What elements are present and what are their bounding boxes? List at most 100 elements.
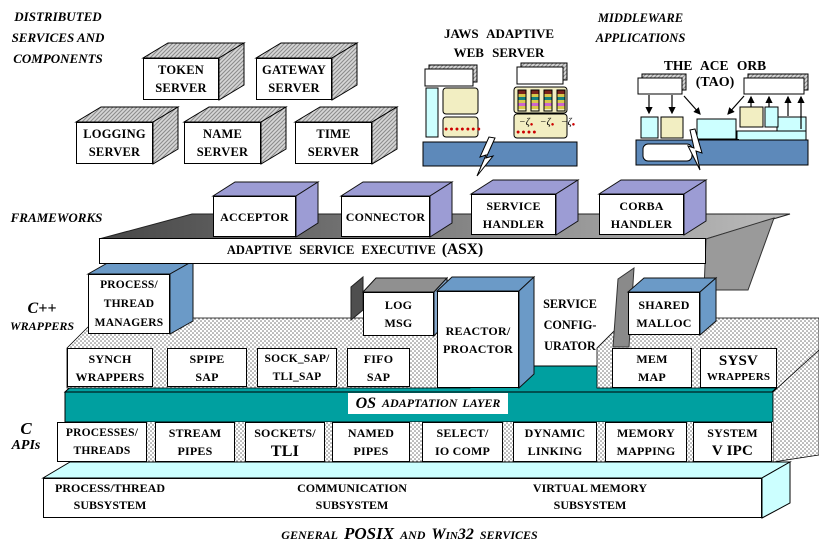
server-box-gateway: GATEWAY SERVER	[256, 58, 332, 100]
reactor-top-face	[435, 276, 536, 292]
tao-cyan-box	[640, 116, 659, 139]
box-line: WRAPPERS	[75, 369, 145, 384]
arrow-diagonal	[727, 95, 745, 115]
box-line: LOGGING	[83, 127, 146, 141]
box-line: NAME	[203, 127, 242, 141]
box-line: IO COMP	[434, 444, 491, 458]
box-line: SYSV	[718, 352, 759, 369]
label-line: MIDDLEWARE	[597, 11, 684, 25]
name-server-side-face	[260, 106, 287, 165]
jaws-beige-dots-box	[442, 116, 479, 138]
reactor-side-face	[518, 275, 535, 390]
label-line: C++	[27, 300, 57, 317]
label-line: SUBSYSTEM	[553, 498, 627, 512]
box-line: SYNCH	[88, 351, 132, 366]
queue-stack	[543, 89, 553, 112]
wrapper-box-log-msg: LOG MSG	[363, 292, 434, 336]
wrapper-box-synch-wrappers: SYNCH WRAPPERS	[67, 348, 153, 387]
log-msg-left-flap	[350, 275, 364, 322]
label-line: SERVICE	[543, 297, 597, 311]
subsystem-slab	[43, 478, 762, 518]
box-line: SYSTEM	[707, 426, 758, 440]
tao-cyan-box	[764, 106, 779, 128]
jaws-threads-box	[513, 113, 568, 139]
red-dots-row: ●●●●	[516, 128, 538, 136]
box-line: TLI_SAP	[272, 370, 322, 383]
box-line: SERVER	[268, 81, 320, 95]
title-line: (TAO)	[695, 75, 735, 90]
jaws-queue-stacks	[517, 89, 566, 112]
server-box-time: TIME SERVER	[295, 122, 372, 164]
tao-beige-box	[739, 106, 764, 128]
box-line: FIFO	[363, 351, 394, 366]
box-line: SERVER	[196, 145, 249, 159]
title-line: JAWS ADAPTIVE	[443, 26, 555, 41]
server-box-token: TOKEN SERVER	[143, 58, 219, 100]
wrapper-box-reactor-proactor: REACTOR/ PROACTOR	[437, 291, 519, 388]
jaws-white-box-right	[516, 66, 564, 85]
arrow-diagonal	[683, 95, 701, 115]
os-adaptation-layer-label: OS ADAPTATION LAYER	[348, 393, 508, 414]
asx-layer-bar: ADAPTIVE SERVICE EXECUTIVE(ASX)	[99, 238, 706, 264]
wrapper-box-process-thread-managers: PROCESS/ THREAD MANAGERS	[88, 274, 170, 334]
box-line: PROACTOR	[442, 341, 514, 356]
box-line: SAP	[366, 369, 391, 384]
box-line: MALLOC	[636, 315, 692, 330]
label-line: COMMUNICATION	[297, 481, 407, 495]
box-line: CORBA	[619, 198, 664, 213]
api-box-named-pipes: NAMED PIPES	[332, 422, 410, 462]
box-line: SERVER	[155, 81, 207, 95]
wrapper-box-fifo-sap: FIFO SAP	[347, 348, 410, 387]
acceptor-side-face	[295, 181, 319, 238]
box-line: LINKING	[527, 444, 583, 458]
process-thread-managers-side-face	[169, 260, 194, 335]
box-line: SELECT/	[436, 426, 489, 440]
tao-orb-core-box	[696, 118, 737, 140]
red-dots-row: ●●●●●●●	[444, 125, 482, 133]
box-line: DYNAMIC	[524, 426, 586, 440]
asx-label: ADAPTIVE SERVICE EXECUTIVE	[226, 243, 436, 257]
tao-white-box-left	[637, 77, 683, 95]
lightning-bolt-icon	[476, 136, 496, 177]
label-line: SUBSYSTEM	[73, 498, 147, 512]
tao-kernel-box	[642, 143, 693, 162]
squiggle-glyph: −ζ	[519, 117, 530, 128]
box-line: PIPES	[353, 444, 389, 458]
base-platform-top-face	[41, 461, 792, 479]
box-line: NAMED	[347, 426, 395, 440]
os-label-big: OS	[355, 394, 377, 412]
box-line: PROCESS/	[100, 278, 158, 291]
footer-part: POSIX	[343, 524, 395, 543]
box-line: MEM	[636, 352, 668, 366]
wrapper-box-spipe-sap: SPIPE SAP	[167, 348, 247, 387]
log-msg-top-face	[361, 277, 449, 293]
box-line: SERVICE	[486, 198, 541, 213]
squiggle-glyph: −ζ	[560, 117, 572, 128]
box-line: GATEWAY	[262, 63, 326, 77]
tao-title: THE ACE ORB (TAO)	[658, 57, 772, 91]
queue-stack	[530, 89, 540, 112]
box-line: MAPPING	[616, 444, 676, 458]
framework-box-connector: CONNECTOR	[341, 196, 430, 237]
label-line: VIRTUAL MEMORY	[532, 481, 648, 495]
footer-part: SERVICES	[479, 528, 538, 542]
api-box-memory-mapping: MEMORY MAPPING	[605, 422, 687, 462]
subsystem-virtual-memory: VIRTUAL MEMORY SUBSYSTEM	[520, 480, 660, 514]
box-line: TOKEN	[158, 63, 204, 77]
api-box-dynamic-linking: DYNAMIC LINKING	[513, 422, 597, 462]
api-box-sockets-tli: SOCKETS/ TLI	[245, 422, 325, 462]
box-line: STREAM	[168, 426, 222, 440]
box-line: SHARED	[638, 297, 690, 312]
box-line: TLI	[270, 442, 300, 460]
asx-right-face	[703, 217, 775, 291]
subsystem-process-thread: PROCESS/THREAD SUBSYSTEM	[40, 480, 180, 514]
box-line: SOCK_SAP/	[264, 352, 330, 365]
wrapper-box-mem-map: MEM MAP	[612, 348, 692, 388]
middleware-applications-label: MIDDLEWARE APPLICATIONS	[583, 8, 698, 48]
box-line: SERVER	[307, 145, 360, 159]
framework-box-acceptor: ACCEPTOR	[213, 196, 296, 237]
box-line: THREADS	[73, 445, 131, 457]
box-line: MAP	[638, 370, 666, 384]
jaws-os-bar	[422, 141, 578, 167]
